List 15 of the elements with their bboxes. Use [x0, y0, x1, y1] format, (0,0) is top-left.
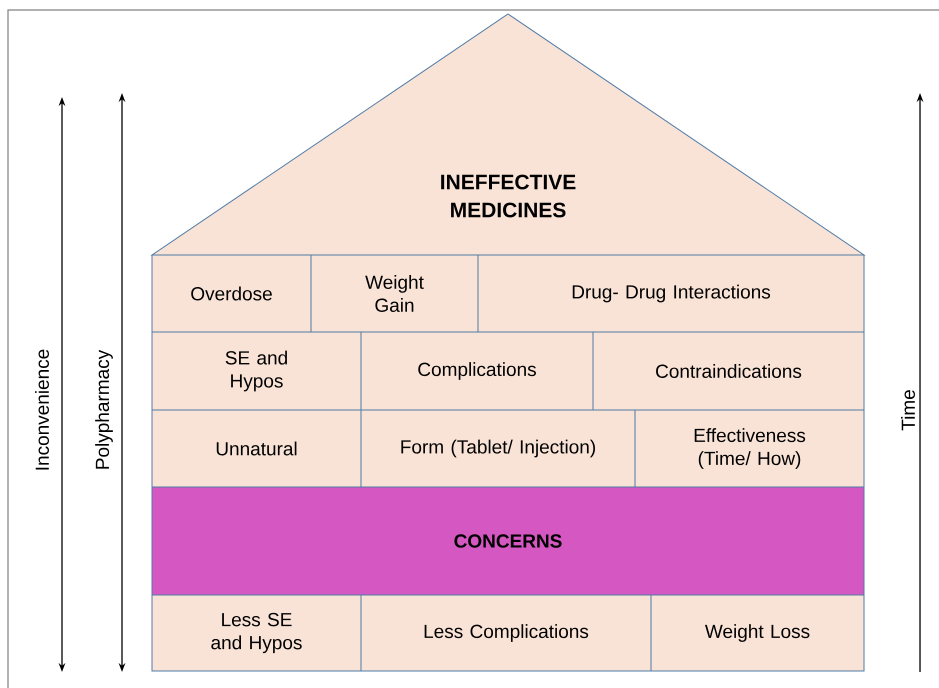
cell: SE and Hypos [152, 332, 362, 410]
cell: Effectiveness (Time/ How) [634, 410, 864, 488]
cell: Weight Gain [310, 254, 478, 332]
cell: Form (Tablet/ Injection) [360, 410, 636, 488]
cell: Weight Loss [650, 594, 864, 672]
cell: Less SE and Hypos [152, 594, 362, 672]
band: CONCERNS [152, 486, 864, 596]
cell: Overdose [152, 254, 312, 332]
cell: Unnatural [152, 410, 362, 488]
cell: Complications [360, 332, 594, 410]
cell: Less Complications [360, 594, 652, 672]
axis-label: Time [901, 390, 915, 430]
cell: Contraindications [592, 332, 864, 410]
axis-label: Polypharmacy [95, 350, 113, 469]
axis-label: Inconvenience [35, 350, 49, 470]
